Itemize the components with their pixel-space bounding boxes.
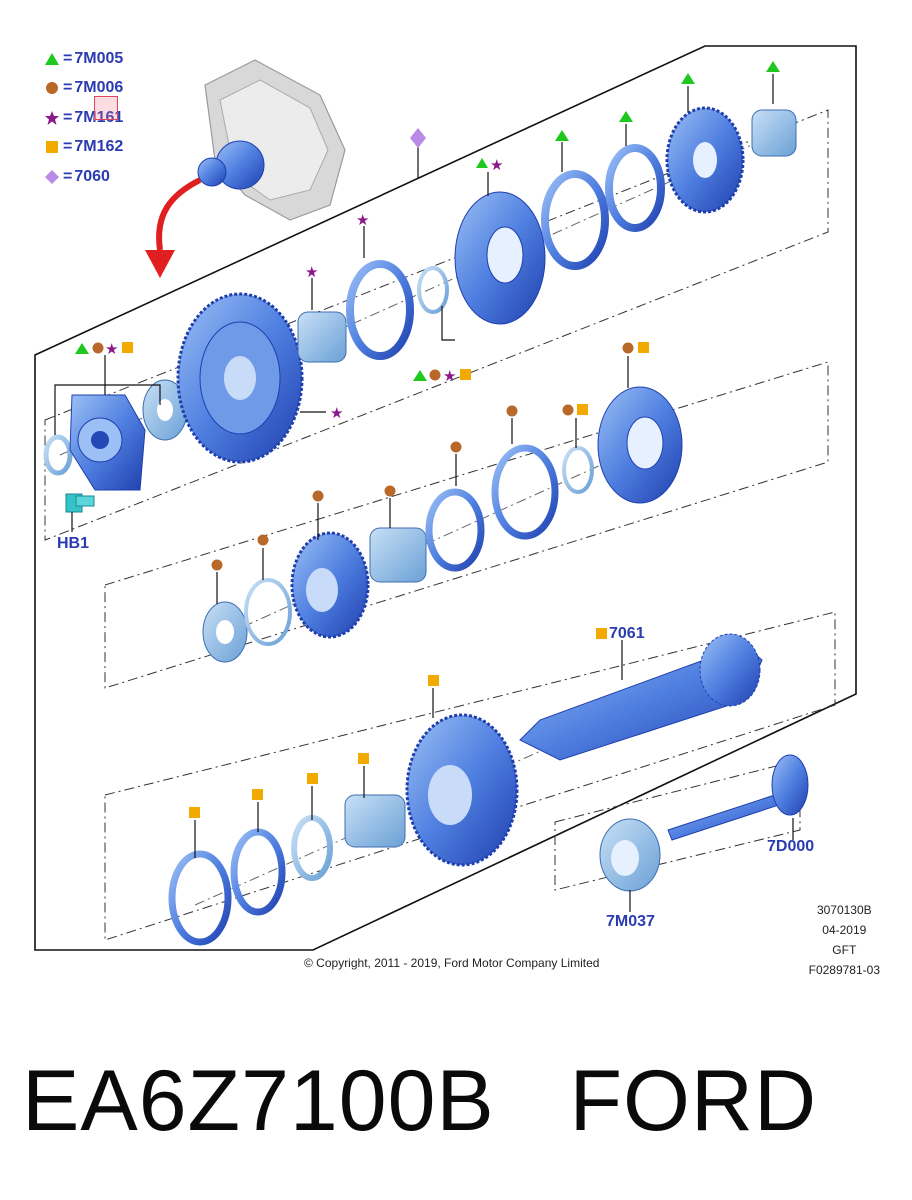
svg-text:★: ★ — [305, 263, 318, 281]
legend-item-7060: = 7060 — [44, 162, 123, 192]
needle-bearing-1 — [297, 311, 347, 363]
sync-ring-3 — [605, 144, 665, 232]
meta-line-2: 04-2019 — [822, 923, 867, 937]
red-arrow — [156, 177, 202, 251]
legend-equals: = — [63, 108, 73, 126]
gear-4 — [405, 713, 519, 867]
sync-ring-6 — [168, 850, 232, 946]
diagram-svg: ★ ★ ★ ★ ★ ★ — [34, 45, 857, 951]
snap-ring-1 — [417, 266, 449, 314]
meta-line-1: 3070130B — [816, 903, 872, 917]
washer-3a — [291, 815, 333, 881]
transmission-case-inset — [197, 59, 346, 221]
diamond-icon — [45, 169, 59, 184]
legend-code: 7M161 — [74, 95, 123, 127]
panel-3 — [104, 611, 836, 941]
bearing-7m037 — [599, 818, 661, 892]
callout-7061: 7061 — [609, 625, 645, 642]
svg-text:★: ★ — [105, 340, 118, 358]
star-icon — [45, 110, 59, 125]
output-shaft-7061 — [519, 633, 763, 761]
panel-1 — [44, 109, 829, 541]
exploded-diagram: ★ ★ ★ ★ ★ ★ — [34, 44, 880, 980]
legend-equals: = — [63, 79, 73, 97]
callout-7d000: 7D000 — [767, 838, 815, 855]
callout-hb1: HB1 — [57, 535, 90, 552]
legend-code: 7060 — [74, 167, 110, 185]
red-arrowhead — [145, 250, 175, 278]
part-number-caption: EA6Z7100B FORD — [22, 1053, 818, 1149]
legend-equals: = — [63, 49, 73, 67]
gear-3 — [290, 531, 370, 639]
svg-text:★: ★ — [356, 211, 369, 229]
legend-equals: = — [63, 167, 73, 185]
bearing-housing — [69, 394, 146, 491]
sync-ring-7 — [230, 828, 286, 916]
needle-bearing-3 — [369, 527, 427, 583]
legend-item-7m161: = 7M161 — [44, 95, 123, 133]
callout-7m037: 7M037 — [606, 913, 655, 930]
snap-ring-hb — [43, 434, 73, 476]
synchronizer-hub-1 — [454, 191, 546, 325]
legend: = 7M005 = 7M006 = 7M161 = 7M162 = 7060 — [44, 44, 123, 192]
legend-code: 7M006 — [74, 79, 124, 97]
svg-text:★: ★ — [443, 367, 456, 385]
highlight-box — [94, 95, 119, 120]
legend-item-7m005: = 7M005 — [44, 44, 123, 74]
legend-equals: = — [63, 138, 73, 156]
sync-ring-4 — [425, 488, 485, 572]
diagram-meta: 3070130B 04-2019 GFT F0289781-03 — [809, 900, 880, 980]
sync-ring-1 — [346, 260, 414, 360]
snap-ring-2a — [244, 578, 292, 646]
shaft-7d000 — [667, 754, 809, 841]
callout-symbols: ★ ★ ★ ★ ★ ★ — [75, 61, 780, 818]
gear-2 — [665, 106, 745, 214]
square-icon — [46, 141, 58, 154]
needle-bearing-4 — [344, 794, 406, 848]
copyright-text: © Copyright, 2011 - 2019, Ford Motor Com… — [304, 956, 600, 970]
synchronizer-hub-2 — [597, 386, 683, 504]
sync-ring-2 — [541, 170, 609, 270]
sync-ring-5 — [491, 444, 559, 540]
outer-frame — [34, 45, 857, 951]
large-gear-1 — [176, 292, 304, 464]
needle-bearing-2 — [751, 109, 797, 157]
axis-2 — [224, 444, 646, 636]
circle-icon — [46, 82, 58, 95]
panel-4 — [554, 759, 801, 891]
meta-line-3: GFT — [832, 943, 857, 957]
svg-text:★: ★ — [330, 404, 343, 422]
triangle-icon — [45, 52, 59, 65]
legend-code: 7M162 — [74, 138, 124, 156]
legend-item-7m162: = 7M162 — [44, 133, 123, 163]
panel-2 — [104, 361, 829, 689]
legend-item-7m006: = 7M006 — [44, 74, 123, 104]
legend-code: 7M005 — [74, 49, 124, 67]
snap-ring-2b — [562, 446, 594, 494]
meta-line-4: F0289781-03 — [808, 963, 880, 977]
bolt-hb1 — [65, 493, 95, 513]
svg-text:★: ★ — [490, 156, 503, 174]
